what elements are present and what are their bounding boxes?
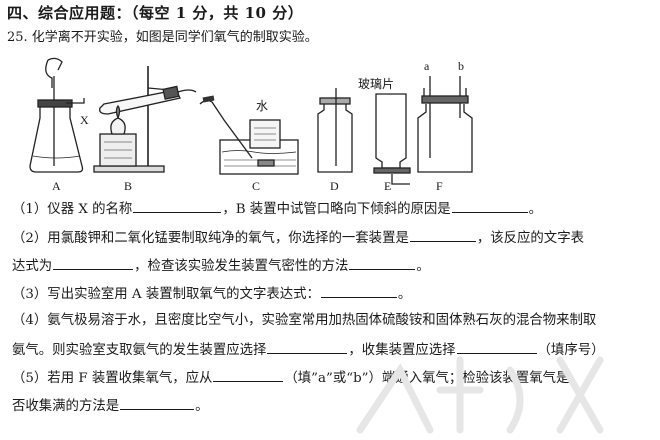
label-e: E: [384, 179, 391, 193]
answer-blank[interactable]: [53, 256, 134, 270]
answer-blank[interactable]: [409, 228, 476, 242]
label-x: X: [80, 113, 89, 127]
apparatus-d-gas-jar: [317, 88, 353, 173]
question-stem: 25. 化学离不开实验，如图是同学们氧气的制取实验。: [7, 30, 318, 45]
label-port-a: a: [424, 59, 430, 73]
q1-line: （1）仪器 X 的名称，B 装置中试管口略向下倾斜的原因是。: [12, 199, 542, 219]
q5-line2: 否收集满的方法是。: [12, 396, 209, 416]
q4-line1: （4）氨气极易溶于水，且密度比空气小，实验室常用加热固体硫酸铵和固体熟石灰的混合…: [12, 313, 597, 328]
answer-blank[interactable]: [451, 199, 528, 213]
q2-line2: 达式为，检查该实验发生装置气密性的方法。: [12, 256, 430, 276]
label-water: 水: [256, 99, 268, 113]
answer-blank[interactable]: [133, 199, 222, 213]
answer-blank[interactable]: [456, 340, 537, 354]
apparatus-a-flask: [29, 57, 85, 173]
q3-line: （3）写出实验室用 A 装置制取氧气的文字表达式：。: [12, 284, 411, 304]
label-b: B: [124, 179, 132, 193]
label-c: C: [252, 179, 260, 193]
q4-line2: 氨气。则实验室支取氨气的发生装置应选择，收集装置应选择（填序号）: [12, 340, 605, 360]
apparatus-c-water-collection: [199, 95, 299, 175]
q2-line1: （2）用氯酸钾和二氧化锰要制取纯净的氧气，你选择的一套装置是，该反应的文字表: [12, 228, 584, 248]
label-glass-plate: 玻璃片: [358, 77, 394, 91]
label-f: F: [436, 179, 443, 193]
apparatus-b-heating: [93, 66, 197, 173]
apparatus-f-wash-bottle: [417, 76, 473, 173]
apparatus-figure: A B C D E F X 水 玻璃片 a b: [29, 57, 473, 193]
label-a: A: [52, 179, 61, 193]
q5-line1: （5）若用 F 装置收集氧气，应从（填”a”或“b”）端通入氧气；检验该装置氧气…: [12, 368, 569, 388]
section-title: 四、综合应用题：（每空 1 分，共 10 分）: [7, 4, 304, 22]
label-d: D: [330, 179, 339, 193]
label-port-b: b: [458, 59, 464, 73]
apparatus-e-gas-jar-inverted: [373, 93, 411, 185]
answer-blank[interactable]: [320, 284, 397, 298]
answer-blank[interactable]: [267, 340, 348, 354]
answer-blank[interactable]: [120, 396, 195, 410]
answer-blank[interactable]: [213, 368, 284, 382]
answer-blank[interactable]: [349, 256, 416, 270]
